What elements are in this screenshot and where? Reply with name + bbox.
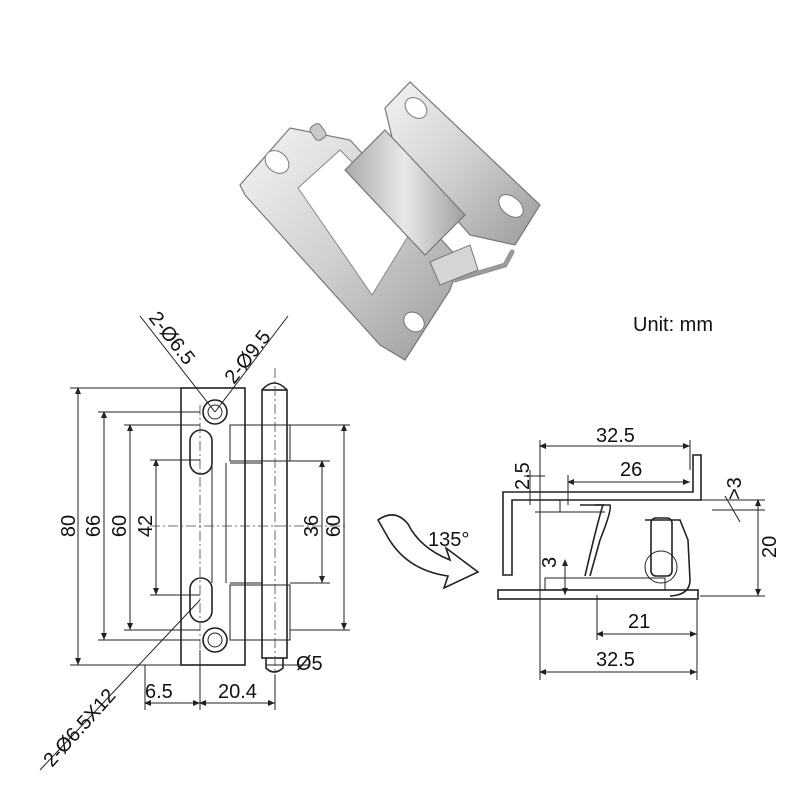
dim-6-5: 6.5	[145, 681, 173, 703]
pin-diameter: Ø5	[296, 653, 323, 675]
dim-2-5: 2.5	[512, 462, 534, 490]
side-view-drawing	[497, 440, 765, 680]
dim-20-4: 20.4	[218, 681, 257, 703]
hole-callout-9-5: 2-Ø9.5	[221, 326, 276, 388]
dim-21: 21	[628, 611, 650, 633]
unit-label: Unit: mm	[633, 314, 713, 336]
dim-60-right: 60	[323, 515, 345, 537]
dim-20: 20	[759, 536, 781, 558]
dim-26: 26	[620, 459, 642, 481]
dim-42: 42	[135, 515, 157, 537]
dim-gap: >3	[724, 477, 746, 500]
hole-callout-6-5: 2-Ø6.5	[144, 308, 199, 370]
front-view-drawing	[39, 315, 350, 771]
slot-callout: 2-Ø6.5X12	[39, 685, 120, 772]
hinge-product-illustration	[239, 81, 541, 361]
dim-66: 66	[83, 515, 105, 537]
dim-60-left: 60	[109, 515, 131, 537]
dim-32-5-top: 32.5	[596, 425, 635, 447]
dim-32-5-bottom: 32.5	[596, 649, 635, 671]
rotation-angle-label: 135°	[428, 529, 469, 551]
dim-80: 80	[58, 515, 80, 537]
dim-3: 3	[539, 557, 561, 568]
dim-36: 36	[301, 515, 323, 537]
rotation-arrow-icon	[376, 514, 480, 590]
